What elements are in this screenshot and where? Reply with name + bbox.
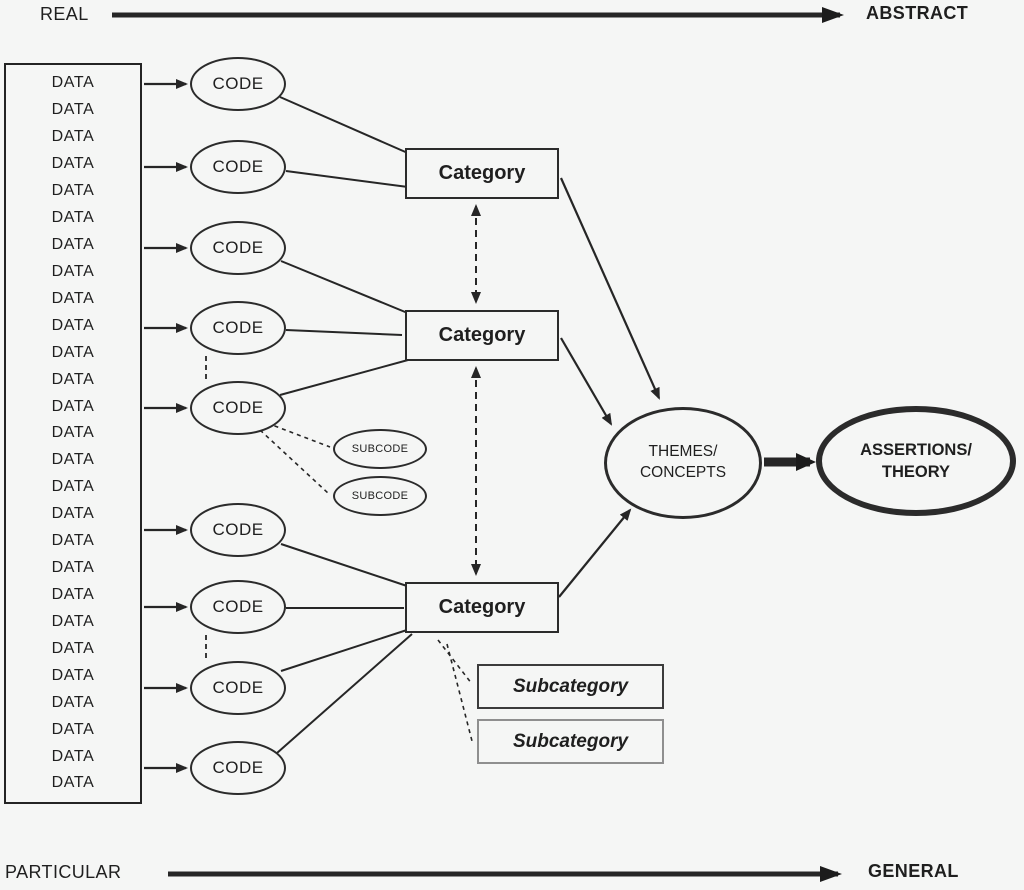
themes-concepts-ellipse: THEMES/ CONCEPTS: [604, 407, 762, 519]
category-to-themes-arrows: [558, 177, 661, 598]
axis-top-left-label: REAL: [40, 4, 89, 24]
data-item: DATA: [51, 424, 95, 442]
data-item: DATA: [51, 128, 95, 146]
data-item: DATA: [51, 182, 95, 200]
data-box: DATA DATA DATA DATA DATA DATA DATA DATA DATA DATA…: [4, 63, 142, 804]
data-item: DATA: [51, 747, 95, 765]
code-label: CODE: [212, 157, 264, 176]
data-item: DATA: [51, 397, 95, 415]
category-label: Category: [438, 324, 526, 346]
data-item: DATA: [51, 235, 95, 253]
code-ellipse-7: CODE: [190, 580, 286, 634]
code-label: CODE: [212, 398, 264, 417]
code-ellipse-8: CODE: [190, 661, 286, 715]
code-ellipse-3: CODE: [190, 221, 286, 275]
data-item: DATA: [51, 532, 95, 550]
assertions-theory-ellipse: ASSERTIONS/ THEORY: [816, 406, 1016, 516]
assertions-label-line1: ASSERTIONS/: [860, 440, 972, 459]
category-box-1: Category: [405, 148, 559, 199]
data-item: DATA: [51, 370, 95, 388]
data-item: DATA: [51, 585, 95, 603]
data-item: DATA: [51, 612, 95, 630]
subcategory-box-2: Subcategory: [477, 719, 664, 764]
category-label: Category: [438, 162, 526, 184]
subcode-ellipse-2: SUBCODE: [333, 476, 427, 516]
code-label: CODE: [212, 238, 264, 257]
code-to-category-links: [276, 96, 413, 754]
data-item: DATA: [51, 451, 95, 469]
data-item: DATA: [51, 74, 95, 92]
data-item: DATA: [51, 478, 95, 496]
axis-bottom-right-label: GENERAL: [868, 861, 959, 881]
code-ellipse-2: CODE: [190, 140, 286, 194]
code-label: CODE: [212, 520, 264, 539]
code-ellipse-5: CODE: [190, 381, 286, 435]
data-item: DATA: [51, 101, 95, 119]
code-label: CODE: [212, 74, 264, 93]
code-to-subcode-dashed-links: [259, 422, 331, 495]
axis-top-right-label: ABSTRACT: [866, 3, 969, 23]
data-item: DATA: [51, 559, 95, 577]
axis-arrows: [112, 7, 844, 882]
data-to-code-arrows: [144, 79, 188, 773]
code-ellipse-6: CODE: [190, 503, 286, 557]
axis-bottom-left-label: PARTICULAR: [5, 862, 122, 882]
data-item: DATA: [51, 289, 95, 307]
category-box-3: Category: [405, 582, 559, 633]
code-label: CODE: [212, 318, 264, 337]
subcode-label: SUBCODE: [351, 443, 409, 455]
code-label: CODE: [212, 678, 264, 697]
data-item: DATA: [51, 720, 95, 738]
category-to-subcategory-dashed-links: [437, 639, 473, 742]
data-item: DATA: [51, 505, 95, 523]
assertions-label-line2: THEORY: [881, 463, 951, 481]
category-box-2: Category: [405, 310, 559, 361]
subcode-label: SUBCODE: [351, 490, 409, 502]
data-item: DATA: [51, 316, 95, 334]
data-item: DATA: [51, 666, 95, 684]
subcategory-box-1: Subcategory: [477, 664, 664, 709]
category-label: Category: [438, 596, 526, 618]
data-item: DATA: [51, 639, 95, 657]
data-item: DATA: [51, 343, 95, 361]
code-label: CODE: [212, 758, 264, 777]
subcategory-label: Subcategory: [512, 675, 629, 697]
data-item: DATA: [51, 155, 95, 173]
subcode-ellipse-1: SUBCODE: [333, 429, 427, 469]
code-label: CODE: [212, 597, 264, 616]
data-item: DATA: [51, 774, 95, 792]
themes-label-line1: THEMES/: [648, 443, 718, 461]
data-item: DATA: [51, 693, 95, 711]
code-ellipse-1: CODE: [190, 57, 286, 111]
code-ellipse-9: CODE: [190, 741, 286, 795]
data-item: DATA: [51, 262, 95, 280]
code-ellipse-4: CODE: [190, 301, 286, 355]
subcategory-label: Subcategory: [512, 730, 629, 752]
themes-label-line2: CONCEPTS: [639, 464, 727, 481]
data-item: DATA: [51, 209, 95, 227]
